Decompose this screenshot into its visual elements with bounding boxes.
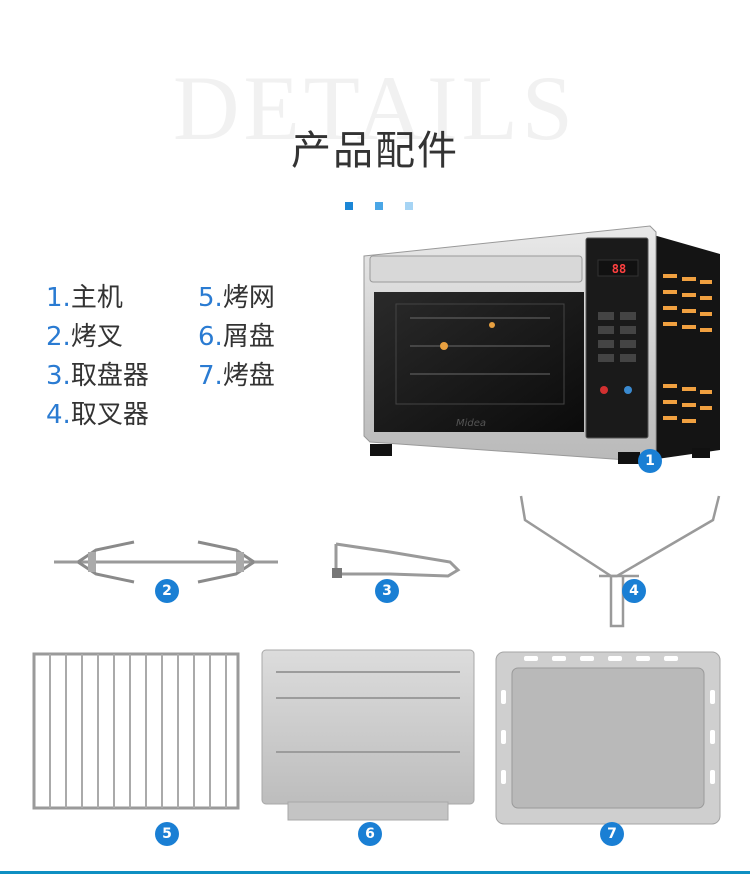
badge-3: 3 [375,579,399,603]
rotisserie-fork-image [54,540,278,584]
baking-tray-image [495,651,721,825]
badge-5: 5 [155,822,179,846]
page-title: 产品配件 [291,128,459,174]
oven-display-readout: 88 [611,262,627,276]
dot-2 [375,202,383,210]
list-row: 3.取盘器 7.烤盘 [46,354,350,393]
bottom-divider [0,871,750,874]
badge-7: 7 [600,822,624,846]
crumb-tray-image [261,649,475,821]
oven-image [363,225,720,464]
badge-2: 2 [155,579,179,603]
list-item-7: 7.烤盘 [198,361,275,391]
decorative-dots [345,202,413,210]
list-item-6: 6.屑盘 [198,322,275,352]
list-row: 2.烤叉 6.屑盘 [46,315,350,354]
fork-lifter-image [519,495,721,628]
accessory-list: 1.主机 5.烤网 2.烤叉 6.屑盘 3.取盘器 7.烤盘 4.取叉器 [46,276,350,432]
list-item-5: 5.烤网 [198,283,275,313]
dot-3 [405,202,413,210]
list-item-1: 1.主机 [46,283,123,313]
dot-1 [345,202,353,210]
list-item-2: 2.烤叉 [46,322,123,352]
grill-rack-image [32,652,240,810]
tray-lifter-image [332,542,461,578]
badge-6: 6 [358,822,382,846]
list-item-3: 3.取盘器 [46,361,149,391]
list-item-4: 4.取叉器 [46,400,149,430]
badge-4: 4 [622,579,646,603]
badge-1: 1 [638,449,662,473]
list-row: 4.取叉器 [46,393,350,432]
list-row: 1.主机 5.烤网 [46,276,350,315]
oven-brand-logo: Midea [456,418,487,429]
